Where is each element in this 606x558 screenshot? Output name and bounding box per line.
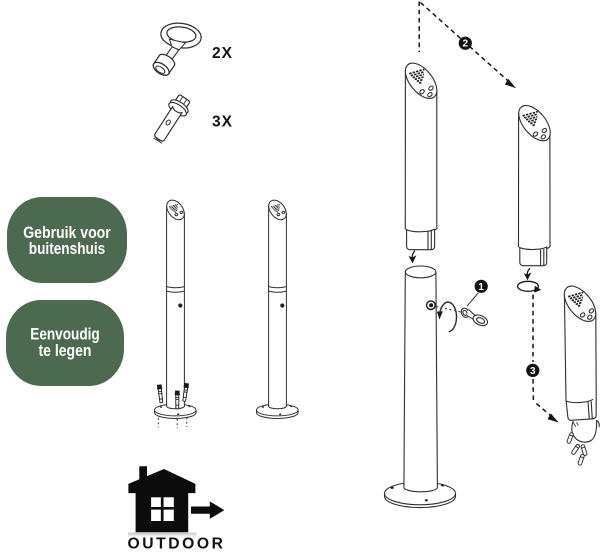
svg-text:2: 2 (463, 39, 469, 50)
svg-text:3X: 3X (212, 114, 233, 131)
svg-text:3: 3 (530, 366, 536, 377)
svg-text:Gebruik voor: Gebruik voor (23, 223, 111, 242)
svg-text:buitenshuis: buitenshuis (29, 239, 106, 258)
svg-text:1: 1 (478, 282, 484, 293)
svg-text:te legen: te legen (39, 341, 92, 360)
svg-text:OUTDOOR: OUTDOOR (128, 536, 226, 553)
svg-text:Eenvoudig: Eenvoudig (30, 325, 100, 344)
svg-text:2X: 2X (212, 45, 233, 62)
